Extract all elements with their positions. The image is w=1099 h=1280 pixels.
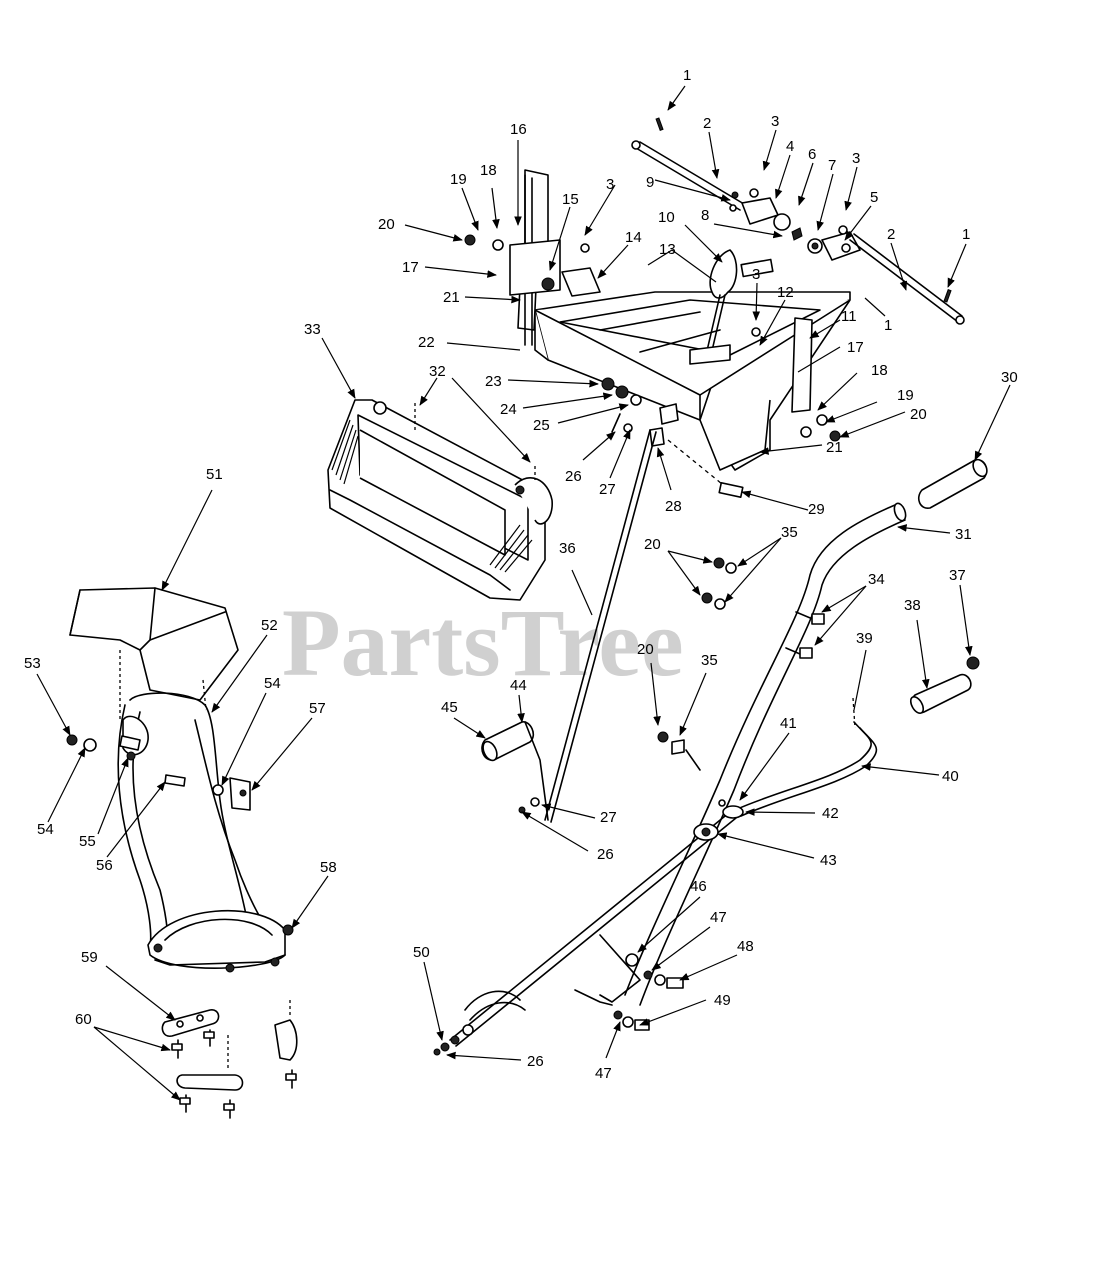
callout: 29 — [808, 501, 825, 518]
callout: 25 — [533, 417, 550, 434]
callout: 26 — [527, 1053, 544, 1070]
callout: 19 — [897, 387, 914, 404]
callout: 44 — [510, 677, 527, 694]
callout: 27 — [599, 481, 616, 498]
callout: 36 — [559, 540, 576, 557]
callout: 24 — [500, 401, 517, 418]
hardware-cluster — [601, 377, 744, 498]
callout: 23 — [485, 373, 502, 390]
callout: 3 — [606, 176, 614, 193]
callout: 20 — [637, 641, 654, 658]
callout: 8 — [701, 207, 709, 224]
callout: 11 — [841, 308, 857, 325]
callout: 52 — [261, 617, 278, 634]
callout: 13 — [659, 241, 676, 258]
callout: 20 — [910, 406, 927, 423]
callout: 2 — [887, 226, 895, 243]
callout: 48 — [737, 938, 754, 955]
callout: 1 — [962, 226, 970, 243]
callout: 2 — [703, 115, 711, 132]
callout: 9 — [646, 174, 654, 191]
callout: 20 — [644, 536, 661, 553]
callout: 30 — [1001, 369, 1018, 386]
callout: 46 — [690, 878, 707, 895]
handle-tube — [574, 502, 907, 1006]
callout: 20 — [378, 216, 395, 233]
callout: 10 — [658, 209, 675, 226]
callout: 31 — [955, 526, 972, 543]
callout: 35 — [701, 652, 718, 669]
callout: 5 — [870, 189, 878, 206]
callout: 38 — [904, 597, 921, 614]
callout-labels: 1 1 1 2 2 3 3 3 3 4 5 6 7 8 9 10 11 12 1… — [24, 67, 1018, 1082]
callout: 21 — [826, 439, 843, 456]
control-rod — [449, 656, 980, 1047]
chute-clips — [161, 1000, 298, 1119]
auger-clip — [433, 990, 526, 1056]
callout: 59 — [81, 949, 98, 966]
callout: 17 — [402, 259, 419, 276]
callout: 43 — [820, 852, 837, 869]
callout: 3 — [852, 150, 860, 167]
handle-grip — [918, 458, 988, 509]
callout: 26 — [565, 468, 582, 485]
callout: 60 — [75, 1011, 92, 1028]
callout: 58 — [320, 859, 337, 876]
callout: 47 — [595, 1065, 612, 1082]
callout: 17 — [847, 339, 864, 356]
callout: 33 — [304, 321, 321, 338]
callout: 3 — [752, 266, 760, 283]
callout: 32 — [429, 363, 446, 380]
callout: 18 — [480, 162, 497, 179]
callout: 7 — [828, 157, 836, 174]
callout: 34 — [868, 571, 885, 588]
callout: 54 — [264, 675, 281, 692]
chute-crank — [481, 429, 657, 823]
callout: 47 — [710, 909, 727, 926]
callout: 4 — [786, 138, 794, 155]
callout: 50 — [413, 944, 430, 961]
watermark: PartsTree — [282, 589, 684, 696]
callout: 18 — [871, 362, 888, 379]
callout: 26 — [597, 846, 614, 863]
callout: 1 — [683, 67, 691, 84]
callout: 16 — [510, 121, 527, 138]
callout: 37 — [949, 567, 966, 584]
callout: 39 — [856, 630, 873, 647]
callout: 35 — [781, 524, 798, 541]
callout: 15 — [562, 191, 579, 208]
callout: 21 — [443, 289, 460, 306]
callout: 53 — [24, 655, 41, 672]
callout: 28 — [665, 498, 682, 515]
callout: 27 — [600, 809, 617, 826]
callout: 49 — [714, 992, 731, 1009]
callout: 22 — [418, 334, 435, 351]
callout: 54 — [37, 821, 54, 838]
callout: 45 — [441, 699, 458, 716]
callout: 12 — [777, 284, 794, 301]
callout: 14 — [625, 229, 642, 246]
leader-lines — [36, 85, 1011, 1101]
lower-bolts — [613, 953, 684, 1031]
callout: 56 — [96, 857, 113, 874]
callout: 41 — [780, 715, 797, 732]
callout: 6 — [808, 146, 816, 163]
callout: 3 — [771, 113, 779, 130]
callout: 55 — [79, 833, 96, 850]
callout: 1 — [884, 317, 892, 334]
callout: 57 — [309, 700, 326, 717]
discharge-chute — [66, 587, 294, 973]
callout: 19 — [450, 171, 467, 188]
callout: 40 — [942, 768, 959, 785]
handle-bolts — [657, 557, 825, 771]
callout: 42 — [822, 805, 839, 822]
chute-housing — [327, 399, 553, 601]
callout: 51 — [206, 466, 223, 483]
